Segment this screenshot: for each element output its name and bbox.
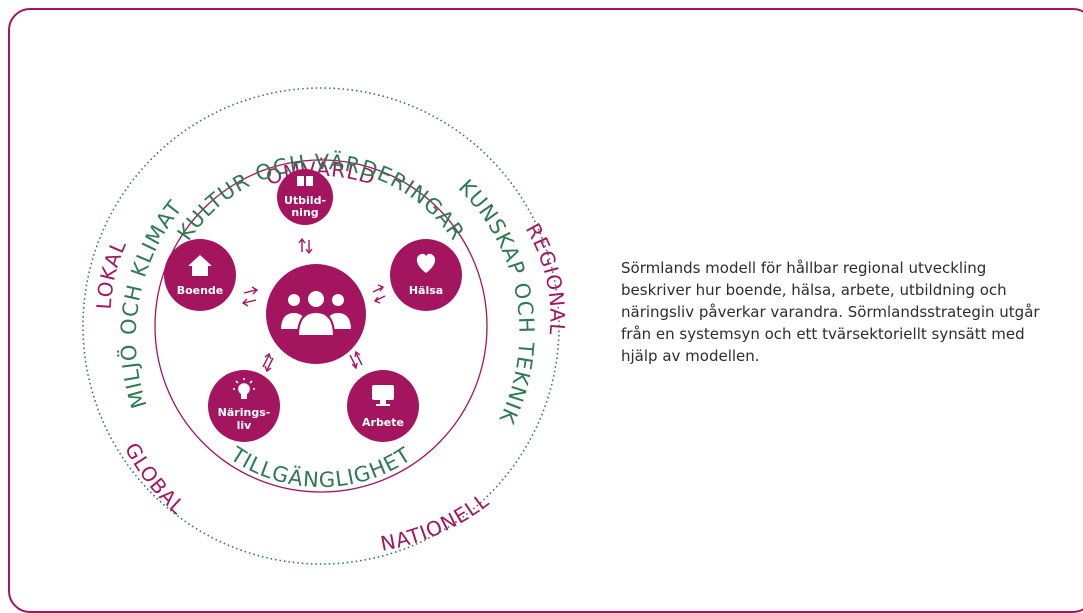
svg-text:Arbete: Arbete xyxy=(362,416,404,429)
outer-dotted-ring xyxy=(82,87,560,565)
monitor-icon xyxy=(372,385,394,406)
node-arbete: Arbete xyxy=(347,370,419,442)
arrow-center-naringsliv xyxy=(262,352,274,373)
node-halsa: Hälsa xyxy=(390,239,462,311)
interaction-arrows xyxy=(241,237,386,373)
label-nationell: NATIONELL xyxy=(378,488,493,556)
node-utbildning: Utbild- ning xyxy=(277,169,333,225)
arrow-center-arbete xyxy=(349,350,363,370)
label-kunskap-och-teknik: KUNSKAP OCH TEKNIK xyxy=(454,175,539,428)
arrow-center-halsa xyxy=(372,284,386,304)
house-icon xyxy=(188,255,212,276)
node-naringsliv: Närings- liv xyxy=(208,370,280,442)
model-description: Sörmlands modell för hållbar regional ut… xyxy=(621,259,1040,365)
heart-icon xyxy=(416,253,436,273)
people-group-icon xyxy=(278,289,354,337)
arrow-center-utbildning xyxy=(298,237,313,255)
svg-text:Närings-: Närings- xyxy=(218,406,271,419)
svg-text:liv: liv xyxy=(237,419,253,432)
sustainability-model-diagram: OMVÄRLD LOKAL REGIONAL GLOBAL NATIONELL … xyxy=(82,87,568,565)
arrow-center-boende xyxy=(241,286,259,307)
label-tillganglighet: TILLGÄNGLIGHET xyxy=(226,442,416,492)
svg-text:ning: ning xyxy=(291,206,318,219)
label-global: GLOBAL xyxy=(120,439,190,520)
svg-text:Hälsa: Hälsa xyxy=(409,284,443,297)
inner-ring xyxy=(154,159,488,493)
lightbulb-icon xyxy=(233,378,255,399)
center-node xyxy=(266,264,366,364)
book-icon xyxy=(297,176,313,186)
svg-text:Boende: Boende xyxy=(177,284,224,297)
svg-text:Utbild-: Utbild- xyxy=(284,194,326,207)
node-boende: Boende xyxy=(164,239,236,311)
